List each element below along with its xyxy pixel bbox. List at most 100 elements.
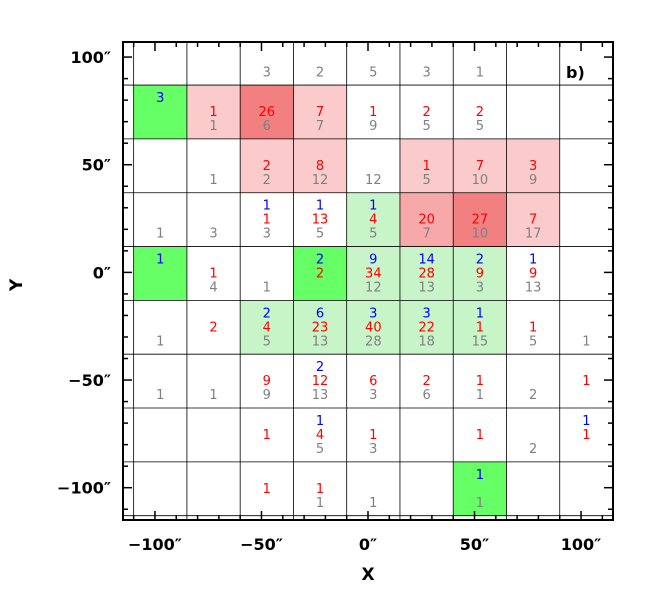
- gray-count-label: 5: [263, 334, 271, 349]
- gray-count-label: 1: [156, 388, 164, 403]
- cell-fill: [506, 192, 560, 247]
- red-count-label: 1: [263, 213, 271, 228]
- gray-count-label: 1: [476, 496, 484, 511]
- cell-fill: [346, 246, 400, 301]
- blue-count-label: 1: [316, 414, 324, 429]
- blue-count-label: 1: [156, 253, 164, 268]
- grid-lines: [123, 42, 613, 520]
- red-count-label: 9: [263, 374, 271, 389]
- cell-fill: [453, 300, 507, 355]
- gray-count-label: 3: [369, 442, 377, 457]
- blue-count-label: 2: [316, 360, 324, 375]
- red-count-label: 6: [369, 374, 377, 389]
- x-tick-label: 0″: [359, 535, 377, 554]
- red-count-label: 20: [418, 213, 435, 228]
- red-count-label: 34: [365, 267, 382, 282]
- gray-count-label: 5: [316, 442, 324, 457]
- gray-count-label: 9: [529, 173, 537, 188]
- gray-count-label: 5: [422, 173, 430, 188]
- gray-count-label: 1: [263, 281, 271, 296]
- gray-count-label: 28: [365, 334, 382, 349]
- y-tick-label: 0″: [93, 263, 111, 282]
- blue-count-label: 1: [369, 199, 377, 214]
- cell-fill: [240, 138, 294, 193]
- red-count-label: 2: [476, 105, 484, 120]
- cell-fill: [399, 138, 454, 193]
- blue-count-label: 1: [263, 199, 271, 214]
- red-count-label: 7: [529, 213, 537, 228]
- gray-count-label: 3: [422, 65, 430, 80]
- red-count-label: 1: [369, 428, 377, 443]
- red-count-label: 22: [418, 320, 435, 335]
- cell-fill: [293, 138, 347, 193]
- blue-count-label: 3: [369, 306, 377, 321]
- gray-count-label: 3: [263, 65, 271, 80]
- gray-count-label: 1: [476, 65, 484, 80]
- cell-fill: [453, 246, 507, 301]
- axis-ticks: −100″−50″0″50″100″−100″−50″0″50″100″: [57, 42, 613, 554]
- red-count-label: 1: [582, 428, 590, 443]
- cell-fill: [399, 300, 454, 355]
- blue-count-label: 6: [316, 306, 324, 321]
- red-count-label: 2: [422, 374, 430, 389]
- gray-count-label: 5: [422, 119, 430, 134]
- gray-count-label: 1: [209, 173, 217, 188]
- red-count-label: 3: [529, 159, 537, 174]
- gray-count-label: 2: [529, 388, 537, 403]
- gray-count-label: 3: [369, 388, 377, 403]
- gray-count-label: 7: [422, 227, 430, 242]
- cell-fill: [293, 85, 347, 139]
- blue-count-label: 1: [582, 414, 590, 429]
- gray-count-label: 1: [156, 334, 164, 349]
- gray-count-label: 3: [263, 227, 271, 242]
- blue-count-label: 1: [529, 253, 537, 268]
- gray-count-label: 1: [209, 119, 217, 134]
- gray-count-label: 3: [476, 281, 484, 296]
- blue-count-label: 14: [418, 253, 435, 268]
- red-count-label: 2: [316, 267, 324, 282]
- blue-count-label: 2: [476, 253, 484, 268]
- x-tick-label: −50″: [240, 535, 283, 554]
- cell-fill: [399, 246, 454, 301]
- gray-count-label: 9: [369, 119, 377, 134]
- gray-count-label: 5: [476, 119, 484, 134]
- gray-count-label: 18: [418, 334, 435, 349]
- gray-count-label: 5: [369, 227, 377, 242]
- red-count-label: 1: [316, 482, 324, 497]
- y-axis-label: Y: [7, 278, 27, 292]
- red-count-label: 23: [312, 320, 329, 335]
- gray-count-label: 15: [472, 334, 489, 349]
- gray-count-label: 13: [312, 388, 329, 403]
- cell-fill: [240, 300, 294, 355]
- red-count-label: 26: [259, 105, 276, 120]
- red-count-label: 9: [529, 267, 537, 282]
- x-tick-label: −100″: [128, 535, 182, 554]
- red-count-label: 28: [418, 267, 435, 282]
- red-count-label: 12: [312, 374, 329, 389]
- x-axis-label: X: [361, 565, 374, 585]
- cell-fill: [453, 192, 507, 247]
- gray-count-label: 10: [472, 173, 489, 188]
- gray-count-label: 12: [312, 173, 329, 188]
- cell-fill: [133, 246, 187, 301]
- red-count-label: 4: [316, 428, 324, 443]
- gray-count-label: 4: [209, 281, 217, 296]
- y-tick-label: −50″: [68, 371, 111, 390]
- red-count-label: 1: [476, 428, 484, 443]
- blue-count-label: 1: [476, 306, 484, 321]
- x-tick-label: 100″: [561, 535, 602, 554]
- red-count-label: 7: [316, 105, 324, 120]
- gray-count-label: 5: [529, 334, 537, 349]
- red-count-label: 2: [422, 105, 430, 120]
- gray-count-label: 17: [525, 227, 542, 242]
- gray-count-label: 13: [312, 334, 329, 349]
- cell-fill: [453, 138, 507, 193]
- x-tick-label: 50″: [460, 535, 489, 554]
- red-count-label: 27: [472, 213, 489, 228]
- gray-count-label: 7: [316, 119, 324, 134]
- gray-count-label: 2: [263, 173, 271, 188]
- cell-fill: [346, 300, 400, 355]
- red-count-label: 9: [476, 267, 484, 282]
- gray-count-label: 6: [263, 119, 271, 134]
- red-count-label: 1: [209, 267, 217, 282]
